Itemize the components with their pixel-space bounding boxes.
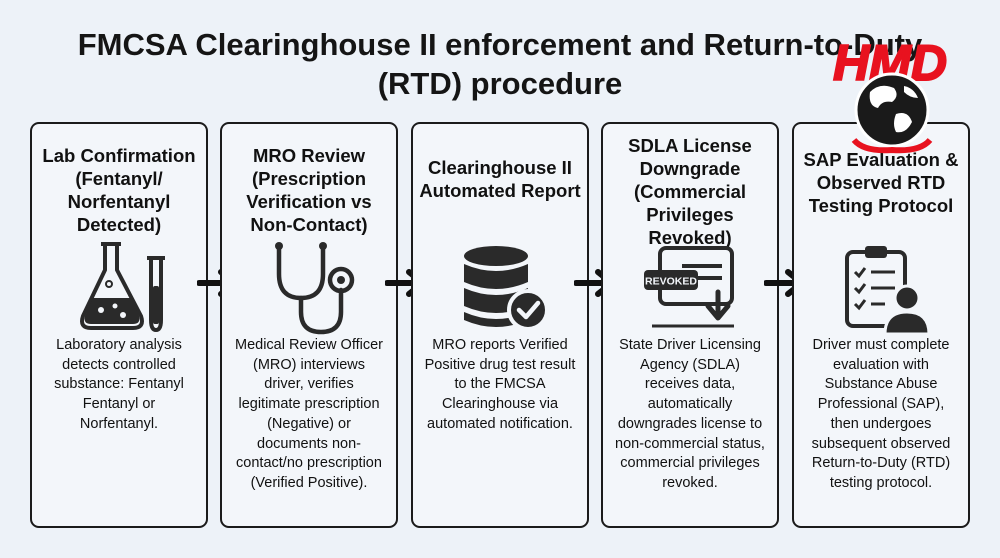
- step-description: MRO reports Verified Positive drug test …: [424, 337, 576, 432]
- step-description: Medical Review Officer (MRO) interviews …: [234, 337, 383, 491]
- step-card-mro-review: MRO Review (Prescription Verification vs…: [220, 122, 398, 528]
- hmd-logo: HMD: [832, 36, 948, 154]
- step-description: Driver must complete evaluation with Sub…: [811, 337, 951, 491]
- clipboard-person-icon: [845, 246, 931, 336]
- step-description: State Driver Licensing Agency (SDLA) rec…: [615, 337, 765, 491]
- step-description: Laboratory analysis detects controlled s…: [54, 337, 184, 432]
- step-title: SDLA License Downgrade (Commercial Privi…: [628, 135, 752, 248]
- step-title: SAP Evaluation & Observed RTD Testing Pr…: [803, 149, 959, 216]
- step-title: Lab Confirmation (Fentanyl/ Norfentanyl …: [42, 145, 196, 235]
- step-card-sap-evaluation: SAP Evaluation & Observed RTD Testing Pr…: [792, 122, 970, 528]
- stethoscope-icon: [275, 242, 355, 335]
- revoked-license-icon: REVOKED: [644, 246, 734, 328]
- lab-flask-icon: [80, 242, 165, 333]
- step-card-clearinghouse-report: Clearinghouse II Automated Report MRO re…: [411, 122, 589, 528]
- database-check-icon: [464, 246, 549, 331]
- revoked-stamp-label: REVOKED: [645, 276, 697, 288]
- diagram-title: FMCSA Clearinghouse II enforcement and R…: [77, 27, 923, 101]
- step-title: Clearinghouse II Automated Report: [419, 157, 581, 201]
- step-title: MRO Review (Prescription Verification vs…: [246, 145, 372, 235]
- step-card-license-downgrade: SDLA License Downgrade (Commercial Privi…: [601, 122, 779, 528]
- step-card-lab-confirmation: Lab Confirmation (Fentanyl/ Norfentanyl …: [30, 122, 208, 528]
